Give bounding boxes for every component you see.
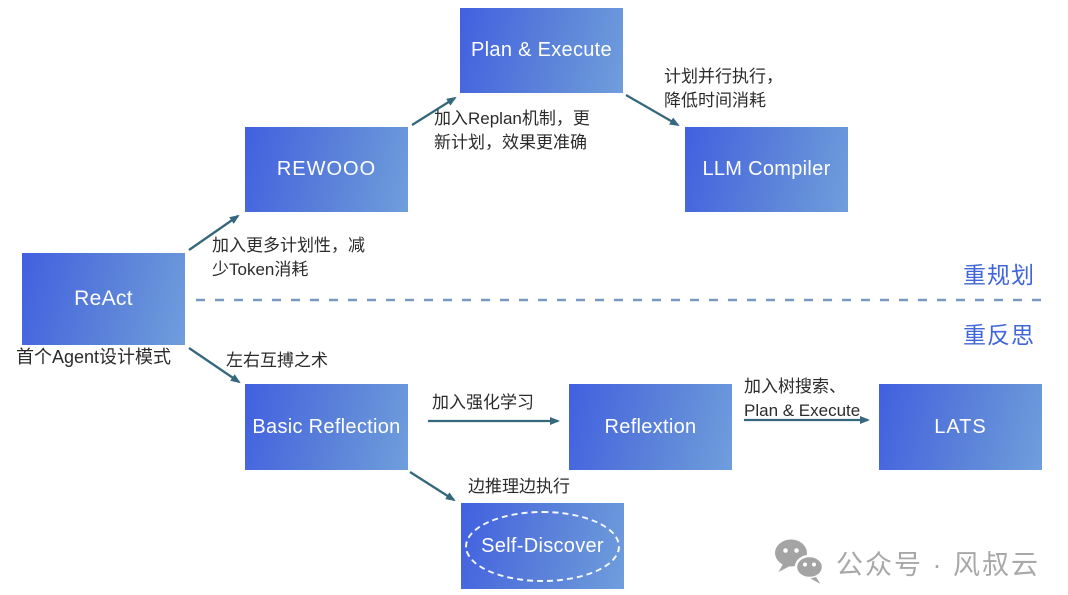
node-label: LATS xyxy=(934,415,987,438)
node-reflextion: Reflextion xyxy=(569,384,732,470)
node-label: REWOOO xyxy=(276,158,377,180)
node-rewooo: REWOOO xyxy=(245,127,408,212)
wechat-icon xyxy=(775,539,825,584)
watermark: 公众号 · 风叔云 xyxy=(774,538,1040,586)
edge-label-react-to-basic-reflection: 左右互搏之术 xyxy=(226,351,328,370)
edge-label-reflextion-to-lats: 加入树搜索、 Plan & Execute xyxy=(744,377,861,421)
dashed-ellipse-highlight: Self-Discover xyxy=(465,511,620,582)
node-label: Plan & Execute xyxy=(471,39,612,61)
watermark-text: 公众号 · 风叔云 xyxy=(836,549,1040,580)
node-label: LLM Compiler xyxy=(702,158,831,180)
edge-label-basic-reflection-to-self-discover: 边推理边执行 xyxy=(468,477,570,496)
node-label: ReAct xyxy=(74,287,133,310)
edge-label-react-to-rewooo: 加入更多计划性，减 少Token消耗 xyxy=(212,236,365,280)
node-basic-reflection: Basic Reflection xyxy=(245,384,408,470)
region-label-replanning: 重规划 xyxy=(963,262,1035,288)
node-react: ReAct xyxy=(22,253,185,345)
edge-label-rewooo-to-plan-execute: 加入Replan机制，更 新计划，效果更准确 xyxy=(434,109,590,153)
node-llm-compiler: LLM Compiler xyxy=(685,127,848,212)
edge-label-basic-reflection-to-reflextion: 加入强化学习 xyxy=(432,393,534,412)
caption-react-note: 首个Agent设计模式 xyxy=(16,347,172,367)
edge-label-plan-execute-to-llm-compiler: 计划并行执行， 降低时间消耗 xyxy=(664,67,783,111)
node-self-discover: Self-Discover xyxy=(461,503,624,589)
node-plan-execute: Plan & Execute xyxy=(460,8,623,93)
node-label: Reflextion xyxy=(604,415,697,438)
node-lats: LATS xyxy=(879,384,1042,470)
node-label: Self-Discover xyxy=(481,535,604,557)
node-label: Basic Reflection xyxy=(252,415,401,438)
region-label-reflection: 重反思 xyxy=(963,322,1035,348)
arrow-basic-reflection-to-self-discover xyxy=(409,471,456,502)
